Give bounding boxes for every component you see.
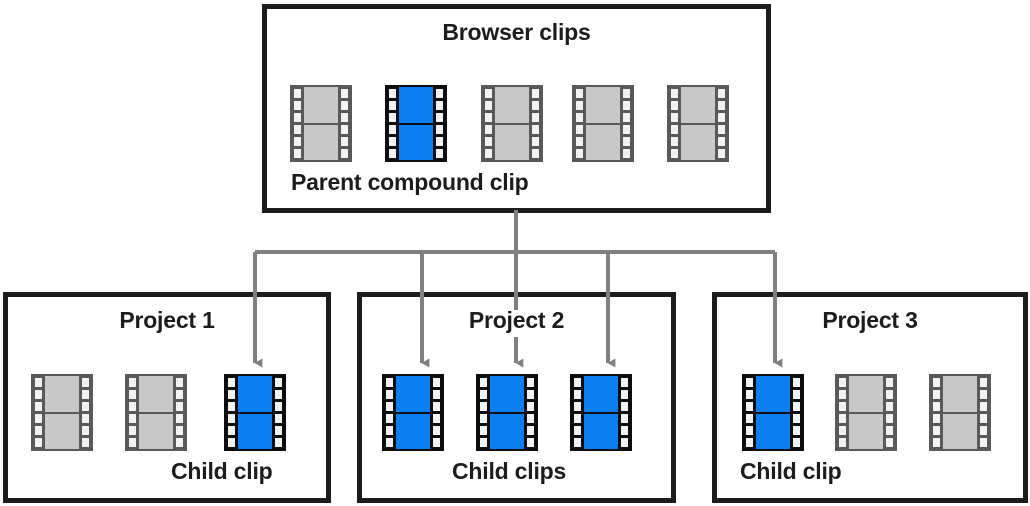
- sprocket-rail-left: [837, 376, 848, 449]
- sprocket-rail-right: [80, 376, 91, 449]
- clip-thumbnail: [398, 87, 434, 160]
- clip-divider-line: [584, 411, 618, 414]
- clip-divider-line: [849, 411, 883, 414]
- clip-divider-line: [45, 411, 79, 414]
- clip-divider-line: [490, 411, 524, 414]
- sprocket-rail-left: [127, 376, 138, 449]
- parent-clip-1[interactable]: [290, 85, 352, 162]
- project-3-clip-3[interactable]: [929, 374, 991, 451]
- project-2-clip-1-child[interactable]: [382, 374, 444, 451]
- project-1-clip-1[interactable]: [31, 374, 93, 451]
- sprocket-rail-right: [530, 87, 541, 160]
- clip-divider-line: [139, 411, 173, 414]
- clip-thumbnail: [395, 376, 431, 449]
- clip-divider-line: [396, 411, 430, 414]
- sprocket-rail-right: [791, 376, 802, 449]
- parent-clip-3[interactable]: [481, 85, 543, 162]
- sprocket-rail-right: [273, 376, 284, 449]
- clip-thumbnail: [583, 376, 619, 449]
- sprocket-rail-right: [978, 376, 989, 449]
- clip-divider-line: [238, 411, 272, 414]
- sprocket-rail-left: [387, 87, 398, 160]
- sprocket-rail-left: [931, 376, 942, 449]
- sprocket-rail-left: [33, 376, 44, 449]
- project-3-title: Project 3: [822, 307, 918, 333]
- clip-thumbnail: [494, 87, 530, 160]
- project-3-clip-2[interactable]: [835, 374, 897, 451]
- clip-thumbnail: [303, 87, 339, 160]
- sprocket-rail-left: [292, 87, 303, 160]
- clip-divider-line: [681, 122, 715, 125]
- project-2-clip-3-child[interactable]: [570, 374, 632, 451]
- sprocket-rail-left: [669, 87, 680, 160]
- sprocket-rail-right: [884, 376, 895, 449]
- clip-divider-line: [756, 411, 790, 414]
- project-1-clip-2[interactable]: [125, 374, 187, 451]
- clip-divider-line: [495, 122, 529, 125]
- sprocket-rail-left: [384, 376, 395, 449]
- project-3-clip-1-child[interactable]: [742, 374, 804, 451]
- clip-divider-line: [943, 411, 977, 414]
- project-1-clip-3-child[interactable]: [224, 374, 286, 451]
- project-2-clip-2-child[interactable]: [476, 374, 538, 451]
- sprocket-rail-left: [226, 376, 237, 449]
- project-1-caption: Child clip: [171, 458, 273, 484]
- clip-divider-line: [304, 122, 338, 125]
- parent-clip-5[interactable]: [667, 85, 729, 162]
- sprocket-rail-left: [478, 376, 489, 449]
- sprocket-rail-right: [431, 376, 442, 449]
- sprocket-rail-left: [574, 87, 585, 160]
- parent-box-caption: Parent compound clip: [291, 169, 529, 195]
- project-1-title: Project 1: [119, 307, 215, 333]
- sprocket-rail-right: [619, 376, 630, 449]
- sprocket-rail-left: [483, 87, 494, 160]
- clip-thumbnail: [942, 376, 978, 449]
- clip-thumbnail: [489, 376, 525, 449]
- parent-box-title: Browser clips: [442, 19, 591, 45]
- project-2-caption: Child clips: [452, 458, 567, 484]
- clip-thumbnail: [138, 376, 174, 449]
- sprocket-rail-right: [174, 376, 185, 449]
- clip-thumbnail: [680, 87, 716, 160]
- parent-clip-4[interactable]: [572, 85, 634, 162]
- sprocket-rail-right: [339, 87, 350, 160]
- sprocket-rail-left: [572, 376, 583, 449]
- clip-thumbnail: [585, 87, 621, 160]
- clip-divider-line: [399, 122, 433, 125]
- clip-divider-line: [586, 122, 620, 125]
- sprocket-rail-left: [744, 376, 755, 449]
- sprocket-rail-right: [525, 376, 536, 449]
- clip-thumbnail: [44, 376, 80, 449]
- project-2-title: Project 2: [468, 307, 565, 333]
- sprocket-rail-right: [621, 87, 632, 160]
- parent-clip-2-selected[interactable]: [385, 85, 447, 162]
- sprocket-rail-right: [434, 87, 445, 160]
- clip-thumbnail: [237, 376, 273, 449]
- sprocket-rail-right: [716, 87, 727, 160]
- project-3-caption: Child clip: [740, 458, 842, 484]
- clip-thumbnail: [755, 376, 791, 449]
- clip-thumbnail: [848, 376, 884, 449]
